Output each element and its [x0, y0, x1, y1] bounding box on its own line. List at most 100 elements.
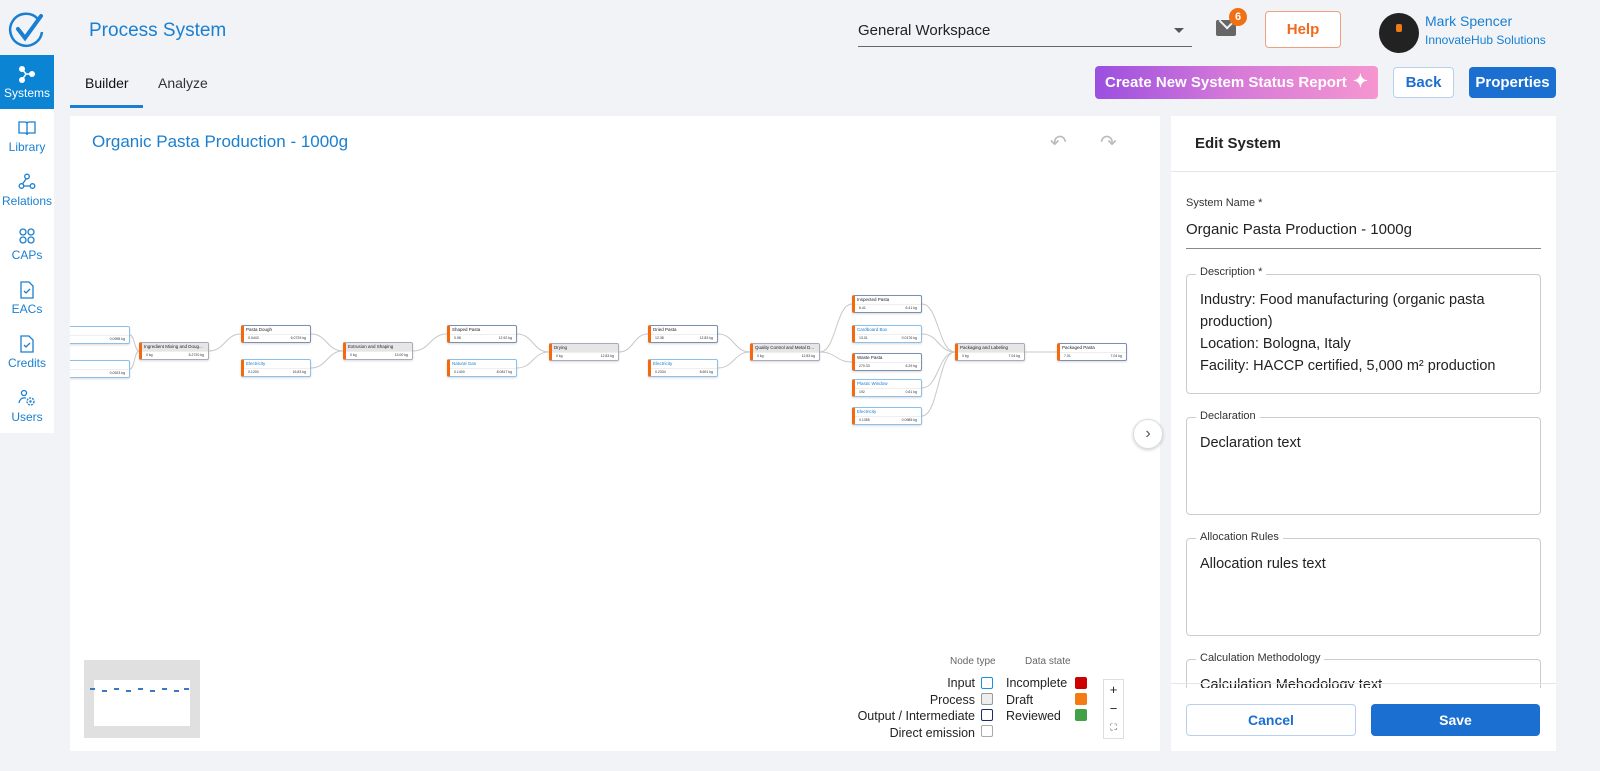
fit-view-icon[interactable]: ⛶ — [1110, 722, 1117, 732]
system-name-input[interactable]: Organic Pasta Production - 1000g — [1186, 214, 1541, 249]
node-name: Cardboard Box — [857, 327, 888, 332]
graph-edge — [310, 350, 344, 369]
sidebar-item-relations[interactable]: Relations — [0, 163, 54, 217]
graph-edge — [717, 351, 751, 369]
sidebar-item-library[interactable]: Library — [0, 109, 54, 163]
properties-button[interactable]: Properties — [1469, 67, 1556, 98]
tab-analyze[interactable]: Analyze — [158, 75, 208, 91]
zoom-in-button[interactable]: + — [1109, 682, 1118, 697]
node-value: 0.1400 — [454, 370, 465, 374]
graph-edge — [516, 333, 550, 353]
node-name: Dried Pasta — [653, 327, 677, 332]
node-value: 7.04 kg — [1008, 354, 1020, 358]
node-name: Drying — [552, 344, 618, 352]
redo-icon[interactable]: ↷ — [1100, 132, 1117, 154]
process-swatch-icon — [981, 693, 993, 705]
graph-node-input[interactable]: 0.0998 kg — [70, 326, 130, 344]
caps-icon — [19, 227, 35, 244]
minimap[interactable] — [84, 660, 200, 738]
create-status-report-button[interactable]: Create New System Status Report✦ — [1095, 66, 1378, 99]
panel-title: Edit System — [1195, 135, 1281, 152]
sidebar-item-caps[interactable]: CAPs — [0, 217, 54, 271]
zoom-out-button[interactable]: − — [1109, 701, 1118, 716]
tab-builder[interactable]: Builder — [85, 75, 129, 91]
description-line: Location: Bologna, Italy — [1200, 336, 1351, 352]
cancel-button[interactable]: Cancel — [1186, 704, 1356, 736]
node-value: 0.61 kg — [905, 390, 917, 394]
description-label: Description * — [1196, 266, 1267, 278]
node-value: 0.0443 — [248, 336, 259, 340]
node-value: 0 kg — [757, 354, 764, 358]
node-values: 0 kg 7.04 kg — [958, 352, 1024, 359]
node-name: Pasta Dough — [246, 327, 273, 332]
minimap-viewport[interactable] — [94, 680, 190, 726]
node-value: 0 kg — [350, 353, 357, 357]
node-value: 7.04 kg — [1110, 354, 1122, 358]
declaration-field[interactable]: Declaration text — [1186, 417, 1541, 515]
system-title: Organic Pasta Production - 1000g — [92, 132, 349, 151]
allocation-rules-field[interactable]: Allocation rules text — [1186, 538, 1541, 636]
sidebar-item-users[interactable]: Users — [0, 379, 54, 433]
node-value: 0 kg — [556, 354, 563, 358]
help-button[interactable]: Help — [1265, 11, 1341, 48]
description-field[interactable]: Industry: Food manufacturing (organic pa… — [1186, 274, 1541, 394]
graph-edge — [129, 334, 140, 352]
calculation-methodology-field[interactable]: Calculation Mehodology text — [1186, 659, 1541, 688]
node-name: Packaged Pasta — [1062, 345, 1095, 350]
user-name[interactable]: Mark Spencer — [1425, 13, 1513, 29]
node-value: 0.0985 kg — [901, 418, 917, 422]
sidebar-item-credits[interactable]: Credits — [0, 325, 54, 379]
relations-icon — [18, 173, 36, 189]
avatar[interactable] — [1379, 13, 1419, 53]
undo-icon[interactable]: ↶ — [1050, 132, 1067, 154]
graph-edge — [412, 333, 448, 352]
node-value: 0 kg — [962, 354, 969, 358]
node-value: 0.2334 — [655, 370, 666, 374]
node-value: 12.92 kg — [498, 336, 512, 340]
workspace-select[interactable]: General Workspace — [858, 14, 1192, 47]
node-name: Quality Control and Metal D... — [753, 344, 819, 352]
sidebar-item-label: Systems — [3, 85, 50, 100]
back-button[interactable]: Back — [1393, 67, 1454, 98]
save-button[interactable]: Save — [1371, 704, 1540, 736]
chevron-down-icon — [1174, 28, 1184, 38]
expand-panel-button[interactable]: › — [1133, 419, 1163, 449]
allocation-rules-label: Allocation Rules — [1196, 531, 1283, 543]
graph-edge — [717, 333, 751, 353]
mail-icon[interactable] — [1216, 20, 1236, 36]
sidebar-item-eacs[interactable]: EACs — [0, 271, 54, 325]
node-name: Electricity — [653, 361, 673, 366]
sidebar-item-label: Users — [11, 409, 43, 424]
description-line: Facility: HACCP certified, 5,000 m² prod… — [1200, 358, 1496, 374]
app-logo[interactable] — [8, 10, 46, 48]
node-value: 0.0923 kg — [109, 371, 125, 375]
node-value: 6.41 kg — [905, 306, 917, 310]
graph-node-input[interactable]: 0.0923 kg — [70, 360, 130, 378]
node-value: 0.0176 kg — [901, 336, 917, 340]
node-name: Inspected Pasta — [857, 297, 890, 302]
graph-canvas[interactable]: 0.0998 kg 0.0923 kg Ingredient Mixing and … — [70, 116, 1160, 751]
sidebar-item-systems[interactable]: Systems — [0, 55, 54, 109]
legend-states: Incomplete Draft Reviewed — [1006, 675, 1067, 725]
node-value: 0.1200 — [248, 370, 259, 374]
